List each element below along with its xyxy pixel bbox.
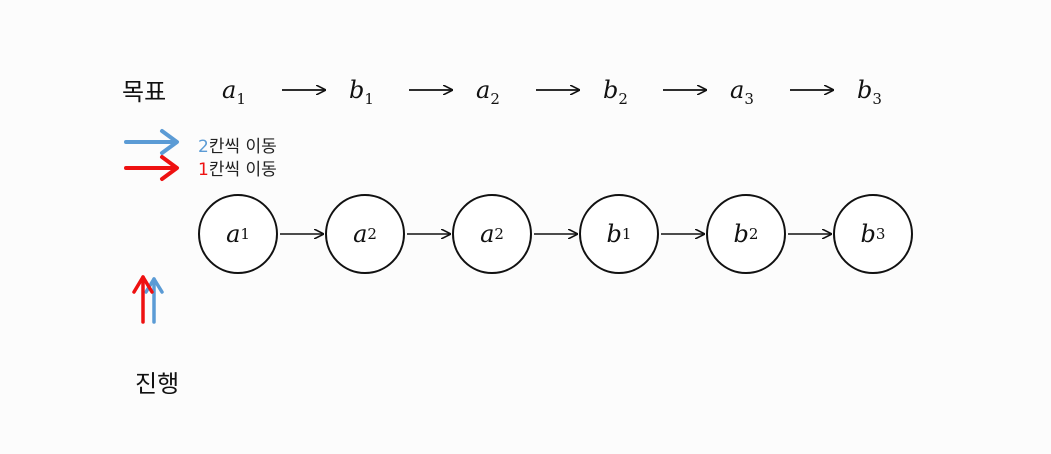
legend-red-text: 1칸씩 이동 — [198, 160, 277, 180]
legend-red-arrow — [124, 155, 179, 181]
goal-term-6: b3 — [857, 76, 882, 108]
goal-term-4: b2 — [603, 76, 628, 108]
goal-term-5: a3 — [730, 76, 754, 108]
goal-term-1: a1 — [222, 76, 246, 108]
legend-blue-text: 2칸씩 이동 — [198, 137, 277, 157]
legend-blue-arrow — [124, 129, 179, 155]
goal-term-2: b1 — [349, 76, 374, 108]
goal-label: 목표 — [122, 78, 167, 106]
progress-label: 진행 — [135, 370, 180, 398]
progress-red-arrow — [132, 275, 154, 324]
goal-term-3: a2 — [476, 76, 500, 108]
